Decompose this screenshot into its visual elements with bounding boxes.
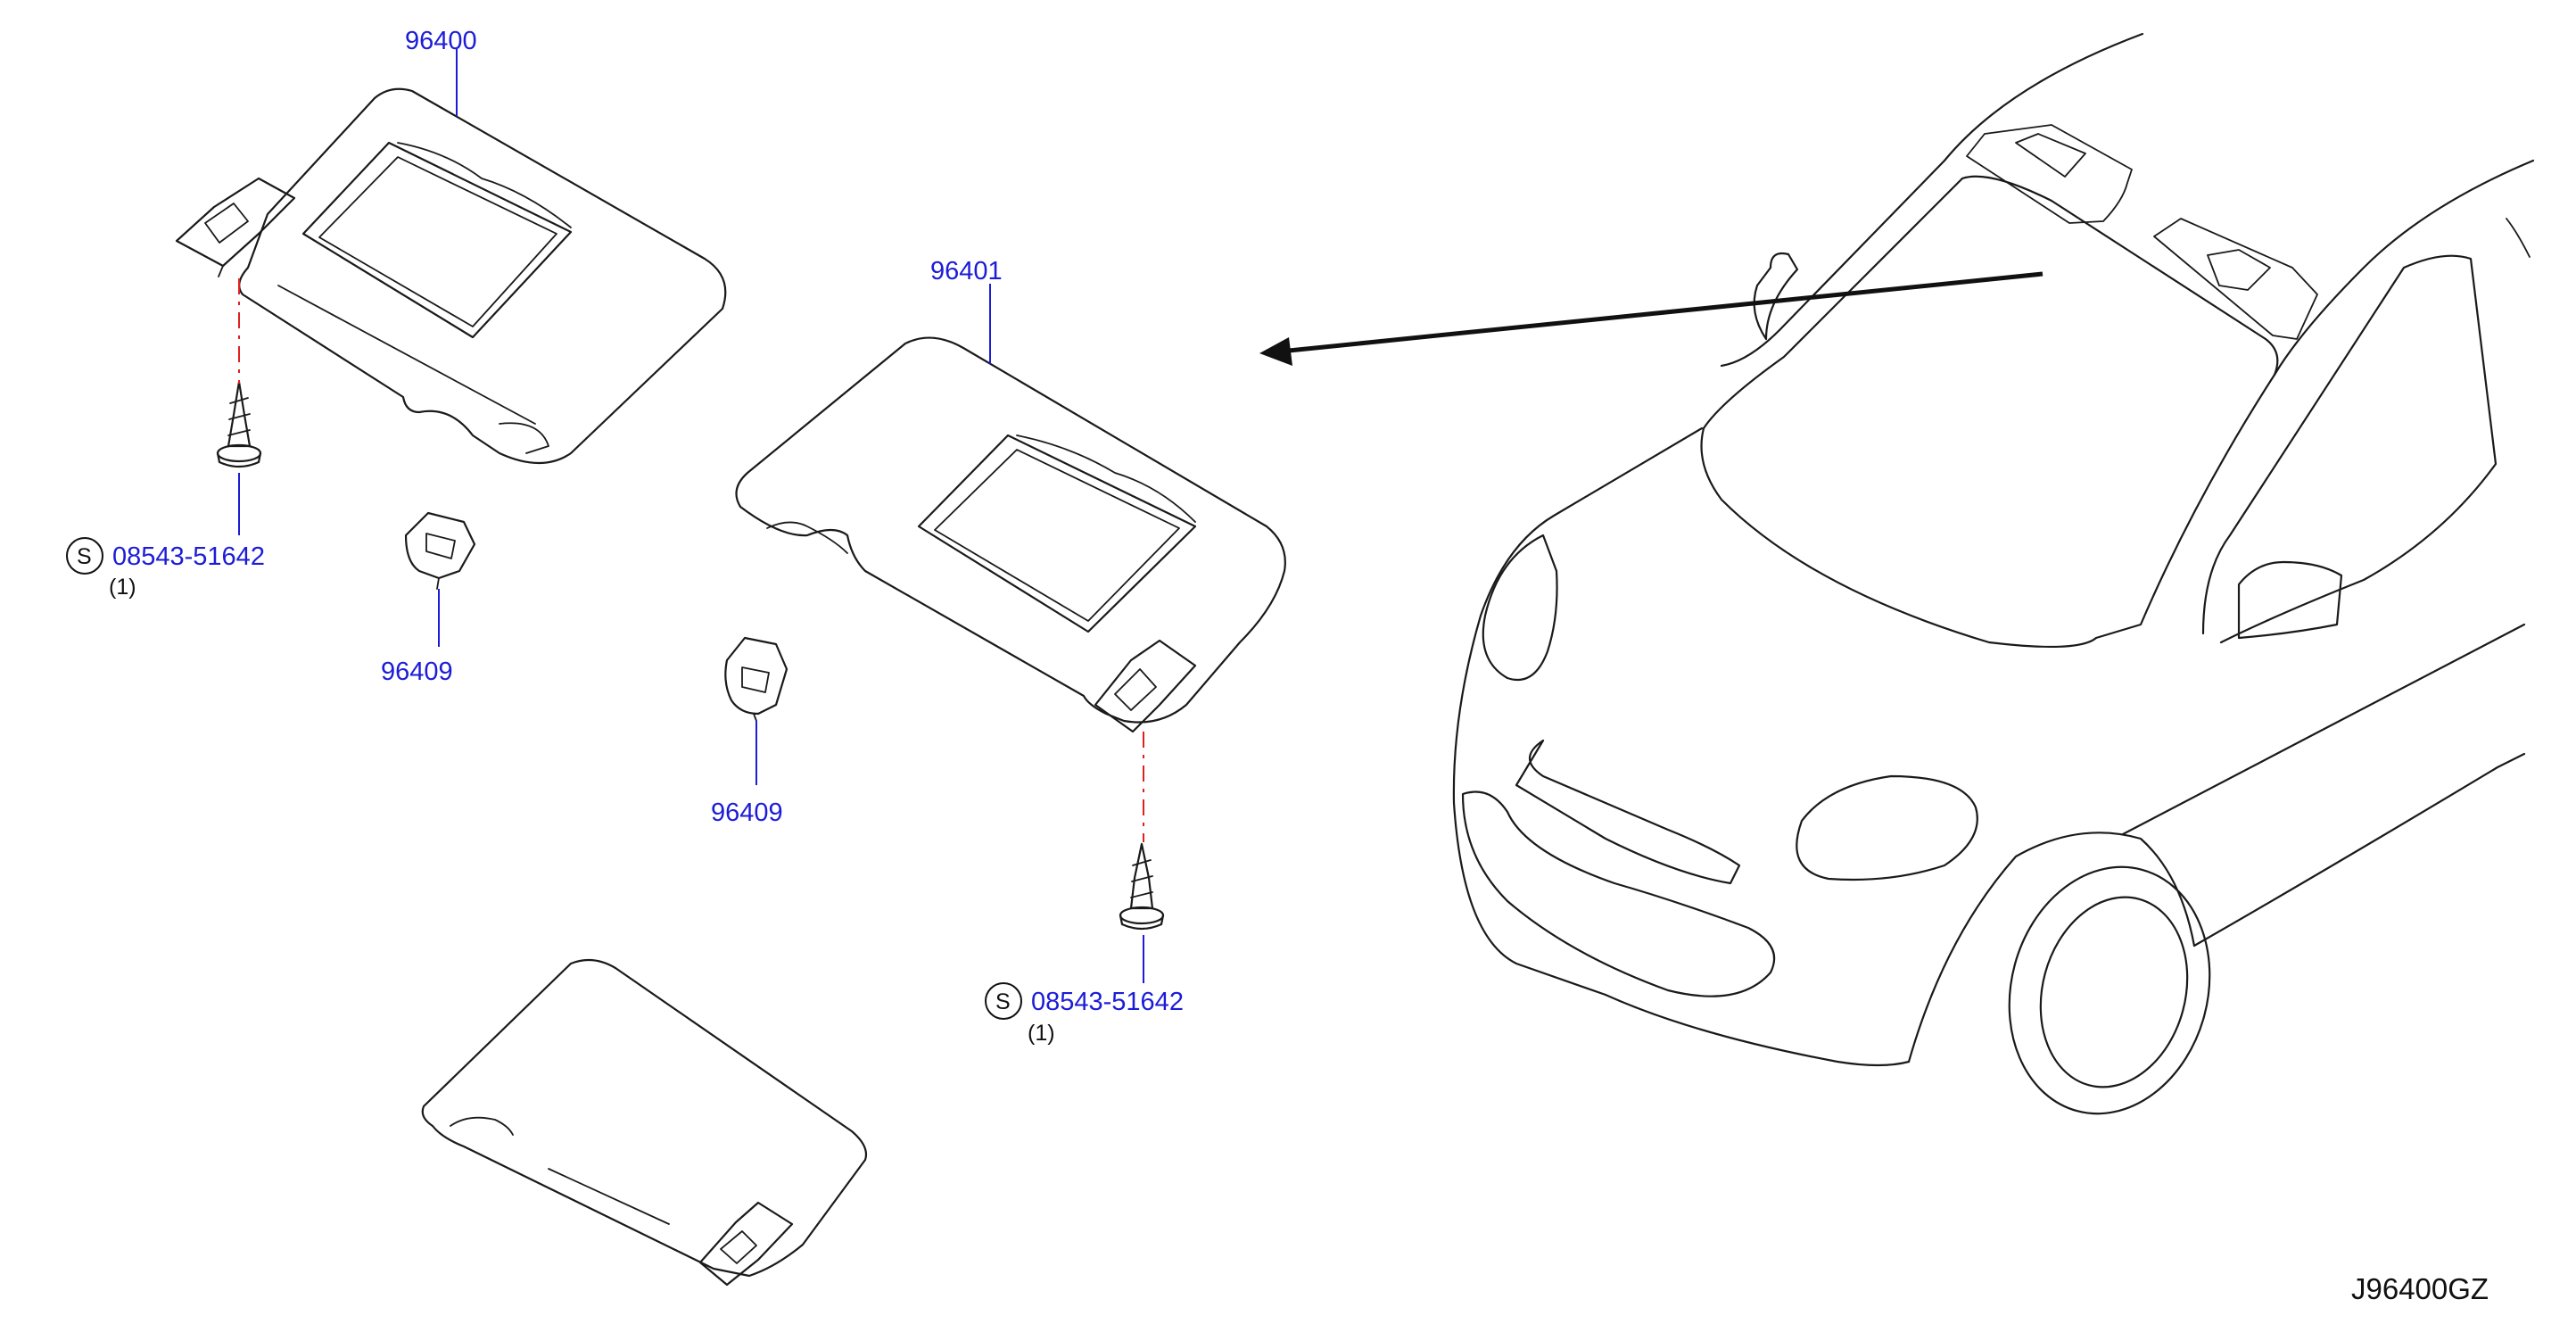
screw-right[interactable] [1119, 842, 1165, 931]
callout-96401[interactable]: 96401 [930, 257, 1003, 285]
location-arrow [1259, 271, 2043, 366]
car-illustration [1452, 32, 2535, 1115]
callout-screw-right[interactable]: 08543-51642 [1031, 988, 1184, 1016]
standard-part-symbol-right: S [995, 989, 1011, 1014]
screw-left[interactable] [216, 380, 262, 468]
callout-screw-right-group: S 08543-51642 (1) [985, 982, 1184, 1046]
visor-holder-right[interactable] [724, 636, 788, 722]
diagram-code: J96400GZ [2351, 1272, 2489, 1305]
callout-screw-left[interactable]: 08543-51642 [112, 542, 265, 571]
sun-visor-right[interactable] [735, 336, 1286, 733]
sun-visor-left[interactable] [175, 87, 727, 465]
visor-holder-left[interactable] [404, 511, 476, 590]
sun-visor-lower-view [421, 958, 868, 1287]
callout-screw-left-group: S 08543-51642 (1) [66, 537, 265, 600]
callout-holder-right[interactable]: 96409 [711, 799, 783, 827]
quantity-screw-left: (1) [109, 575, 136, 600]
standard-part-symbol-left: S [77, 544, 92, 569]
callout-holder-left[interactable]: 96409 [381, 658, 453, 686]
callout-96400[interactable]: 96400 [405, 27, 477, 55]
quantity-screw-right: (1) [1028, 1021, 1055, 1046]
